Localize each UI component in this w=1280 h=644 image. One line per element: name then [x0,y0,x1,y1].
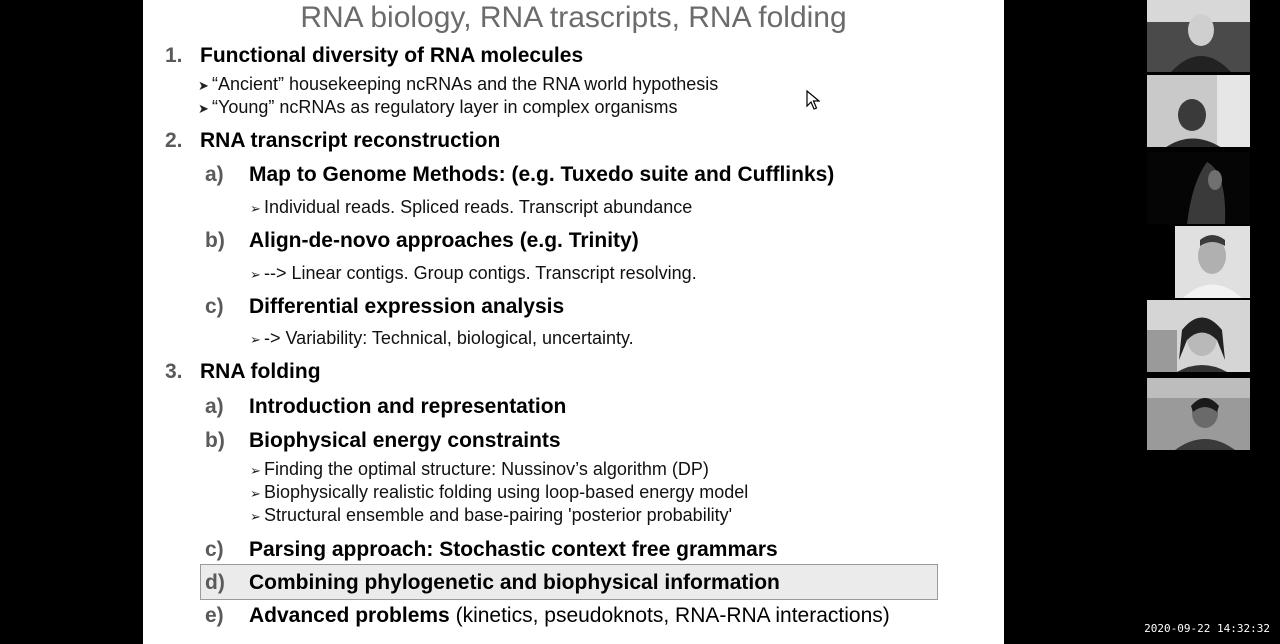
sub-letter: a) [205,163,224,186]
sub-letter: c) [205,538,224,561]
participant-video-icon [1147,152,1250,224]
sub-heading: Introduction and representation [249,395,567,418]
item-number: 1. [165,44,183,67]
video-tile[interactable] [1147,378,1250,450]
arrowhead-bullet-icon: ➢ [250,332,261,347]
sub-letter: a) [205,395,224,418]
highlight-box [200,564,938,600]
slide: RNA biology, RNA trascripts, RNA folding… [143,0,1004,644]
participant-video-icon [1147,75,1250,147]
sub-letter: d) [205,571,225,594]
bullet: ➢Biophysically realistic folding using l… [250,482,749,502]
arrowhead-bullet-icon: ➢ [250,486,261,501]
arrowhead-bullet-icon: ➢ [250,201,261,216]
sub-heading: Align-de-novo approaches (e.g. Trinity) [249,229,639,252]
bullet: ➢Finding the optimal structure: Nussinov… [250,459,709,479]
bullet: ➢Structural ensemble and base-pairing 'p… [250,505,733,525]
video-tile[interactable] [1147,152,1250,224]
triangle-bullet-icon: ➤ [198,78,209,93]
sub-heading: Advanced problems (kinetics, pseudoknots… [249,604,890,627]
video-tile[interactable] [1175,226,1250,298]
sub-heading: Differential expression analysis [249,295,565,318]
participant-video-icon [1147,378,1250,450]
sub-letter: e) [205,604,224,627]
video-tile[interactable] [1147,0,1250,72]
participant-video-icon [1175,226,1250,298]
bullet: ➢Individual reads. Spliced reads. Transc… [250,197,693,217]
sub-letter: b) [205,229,225,252]
sub-heading-highlighted: Combining phylogenetic and biophysical i… [249,571,780,594]
sub-heading: Map to Genome Methods: (e.g. Tuxedo suit… [249,163,835,186]
item-heading: RNA folding [200,360,321,383]
video-tile[interactable] [1147,75,1250,147]
item-heading: Functional diversity of RNA molecules [200,44,584,67]
arrowhead-bullet-icon: ➢ [250,509,261,524]
item-heading: RNA transcript reconstruction [200,129,501,152]
triangle-bullet-icon: ➤ [198,101,209,116]
sub-letter: b) [205,429,225,452]
bullet: ➤“Ancient” housekeeping ncRNAs and the R… [198,74,719,94]
participant-video-icon [1147,0,1250,72]
sub-letter: c) [205,295,224,318]
video-tile[interactable] [1147,300,1250,372]
bullet: ➤“Young” ncRNAs as regulatory layer in c… [198,97,678,117]
arrowhead-bullet-icon: ➢ [250,463,261,478]
slide-title: RNA biology, RNA trascripts, RNA folding [300,1,847,34]
arrowhead-bullet-icon: ➢ [250,267,261,282]
participant-video-icon [1147,300,1250,372]
sub-heading: Biophysical energy constraints [249,429,561,452]
bullet: ➢-> Variability: Technical, biological, … [250,328,634,348]
sub-heading: Parsing approach: Stochastic context fre… [249,538,778,561]
item-number: 2. [165,129,183,152]
bullet: ➢--> Linear contigs. Group contigs. Tran… [250,263,697,283]
item-number: 3. [165,360,183,383]
mouse-cursor-icon [806,90,820,110]
recording-timestamp: 2020-09-22 14:32:32 [1144,622,1270,635]
